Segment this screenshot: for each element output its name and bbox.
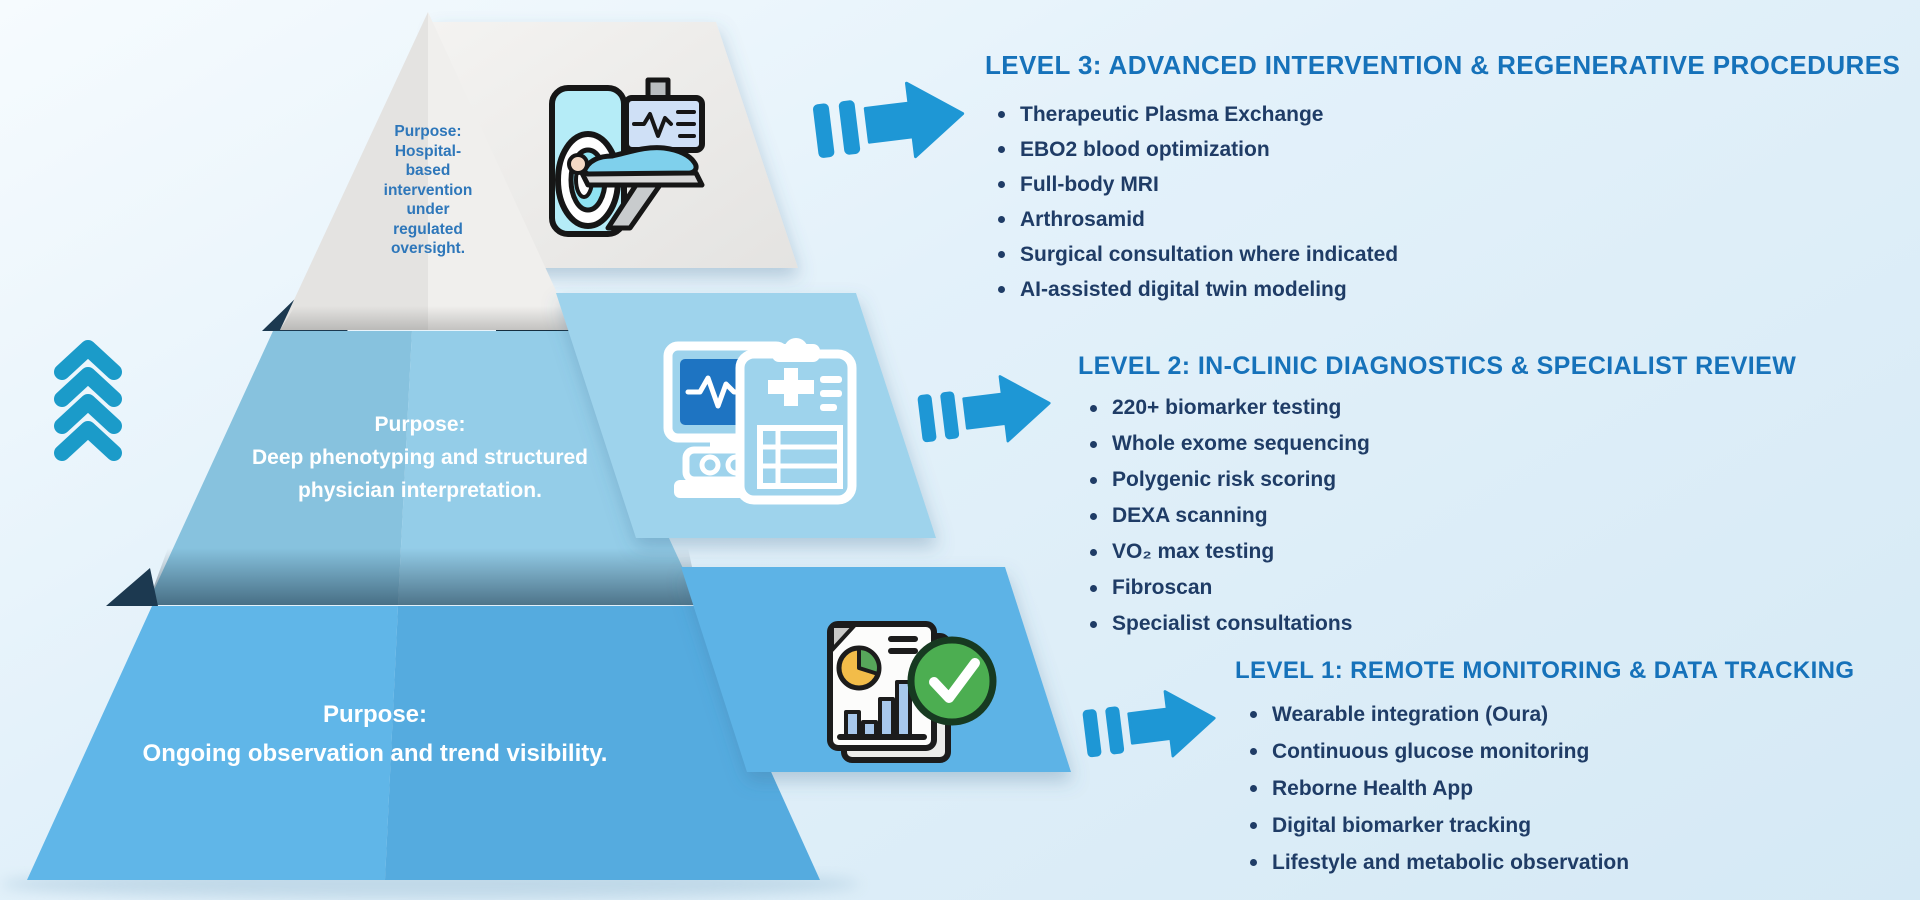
level-2-title: LEVEL 2: IN-CLINIC DIAGNOSTICS & SPECIAL… — [1078, 352, 1797, 380]
bullet-item: Continuous glucose monitoring — [1250, 733, 1629, 770]
bullet-item: Reborne Health App — [1250, 770, 1629, 807]
bullet-dot — [1250, 785, 1257, 792]
tier-top-facet-right — [428, 12, 574, 330]
bullet-text: Fibroscan — [1112, 576, 1213, 599]
ascending-chevrons-icon — [54, 340, 122, 461]
bullet-dot — [1090, 548, 1097, 556]
bullet-dot — [1090, 440, 1097, 448]
diagnostics-monitor-clipboard-icon — [663, 338, 857, 505]
bullet-dot — [1250, 748, 1257, 755]
bullet-dot — [1090, 476, 1097, 484]
bullet-item: Polygenic risk scoring — [1090, 462, 1370, 498]
bullet-dot — [1090, 584, 1097, 592]
bullet-dot — [1250, 859, 1257, 866]
bullet-item: Therapeutic Plasma Exchange — [998, 97, 1398, 132]
bullet-dot — [1090, 512, 1097, 520]
tier-middle-facet-right — [398, 331, 700, 605]
tier-bottom-purpose-text: Purpose: Ongoing observation and trend v… — [142, 701, 608, 767]
bullet-dot — [1090, 404, 1097, 412]
tier-middle-purpose-text: Purpose: Deep phenotyping and structured… — [251, 413, 589, 502]
bullet-item: Full-body MRI — [998, 167, 1398, 202]
bullet-text: Full-body MRI — [1020, 172, 1159, 196]
bullet-item: DEXA scanning — [1090, 498, 1370, 534]
bullet-text: Lifestyle and metabolic observation — [1272, 850, 1630, 874]
bullet-text: Arthrosamid — [1020, 207, 1145, 231]
bullet-item: Specialist consultations — [1090, 606, 1370, 642]
bullet-item: Lifestyle and metabolic observation — [1250, 844, 1629, 881]
bullet-dot — [1090, 620, 1097, 628]
bullet-dot — [998, 181, 1005, 188]
bullet-dot — [1250, 822, 1257, 829]
arrow-level-1 — [1079, 684, 1220, 768]
bullet-text: AI-assisted digital twin modeling — [1020, 277, 1347, 301]
arrow-level-3 — [809, 75, 969, 170]
bullet-text: Continuous glucose monitoring — [1272, 739, 1590, 763]
bullet-dot — [998, 251, 1005, 258]
bullet-dot — [998, 286, 1005, 293]
bullet-item: Fibroscan — [1090, 570, 1370, 606]
bullet-item: Surgical consultation where indicated — [998, 237, 1398, 272]
bullet-text: Whole exome sequencing — [1112, 432, 1370, 455]
bullet-text: VO₂ max testing — [1112, 540, 1275, 563]
bullet-item: Wearable integration (Oura) — [1250, 696, 1629, 733]
bullet-text: Surgical consultation where indicated — [1020, 242, 1399, 266]
tier-top-facet-left — [280, 12, 428, 330]
bullet-text: Digital biomarker tracking — [1272, 813, 1532, 837]
level-3-title: LEVEL 3: ADVANCED INTERVENTION & REGENER… — [985, 50, 1901, 80]
tier-top-purpose-text: Purpose: Hospital- based intervention un… — [383, 123, 473, 257]
tier-bottom-facet-right — [385, 606, 820, 880]
mri-scanner-icon — [549, 77, 705, 237]
bullet-text: Reborne Health App — [1272, 776, 1474, 800]
bullet-text: EBO2 blood optimization — [1020, 137, 1270, 161]
bullet-item: VO₂ max testing — [1090, 534, 1370, 570]
bullet-dot — [998, 146, 1005, 153]
bullet-text: Polygenic risk scoring — [1112, 468, 1337, 491]
tier-bottom-facet-left — [27, 606, 398, 880]
bullet-item: Arthrosamid — [998, 202, 1398, 237]
bullet-text: 220+ biomarker testing — [1112, 396, 1342, 419]
bullet-dot — [1250, 711, 1257, 718]
bullet-item: 220+ biomarker testing — [1090, 390, 1370, 426]
level-1-bullet-list: Wearable integration (Oura) Continuous gl… — [1250, 696, 1629, 881]
bullet-text: DEXA scanning — [1112, 504, 1268, 527]
tier-middle-bottom-shadow — [147, 548, 700, 605]
bullet-item: EBO2 blood optimization — [998, 132, 1398, 167]
bullet-dot — [998, 216, 1005, 223]
report-chart-check-icon — [827, 621, 997, 763]
bullet-item: AI-assisted digital twin modeling — [998, 272, 1398, 307]
pyramid-tier-middle — [147, 293, 936, 605]
bullet-item: Digital biomarker tracking — [1250, 807, 1629, 844]
bullet-text: Wearable integration (Oura) — [1272, 702, 1549, 726]
bullet-text: Therapeutic Plasma Exchange — [1020, 102, 1324, 126]
tier-middle-facet-left — [147, 331, 412, 605]
arrow-level-2 — [914, 369, 1055, 453]
tier-bottom-fold-left — [106, 568, 158, 606]
bullet-dot — [998, 111, 1005, 118]
bullet-item: Whole exome sequencing — [1090, 426, 1370, 462]
bullet-text: Specialist consultations — [1112, 612, 1353, 635]
tier-top-base-shadow — [280, 306, 574, 330]
level-1-title: LEVEL 1: REMOTE MONITORING & DATA TRACKI… — [1235, 657, 1855, 684]
